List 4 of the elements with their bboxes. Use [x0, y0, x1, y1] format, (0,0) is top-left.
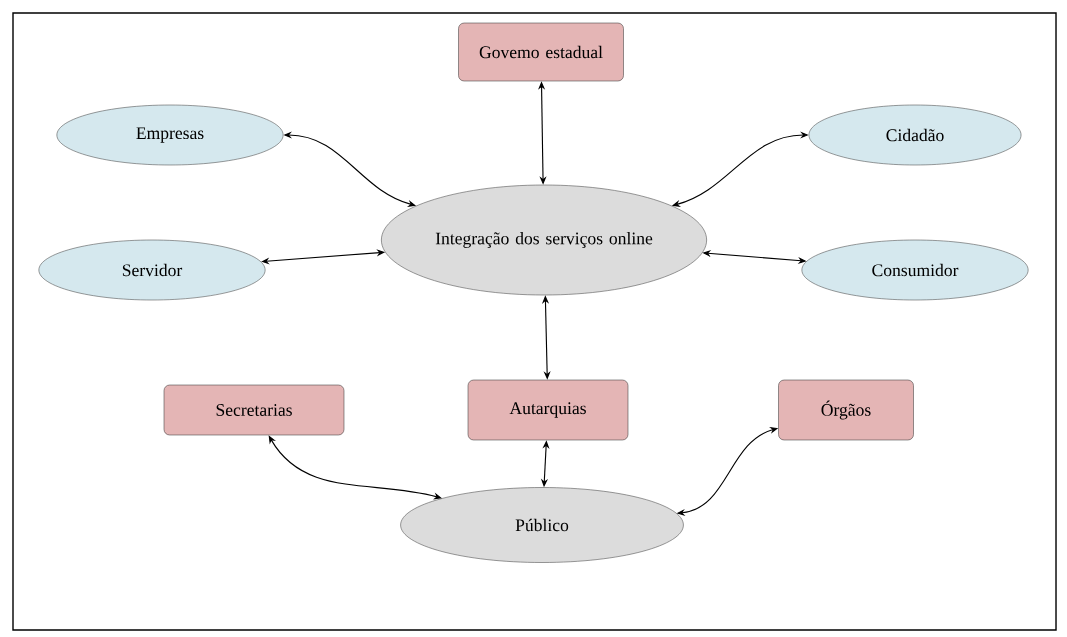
- rounded-box: Órgãos: [778, 379, 914, 441]
- rounded-box: Autarquias: [467, 379, 629, 441]
- rounded-box: Govemo estadual: [458, 22, 624, 82]
- rounded-box: Secretarias: [163, 384, 345, 436]
